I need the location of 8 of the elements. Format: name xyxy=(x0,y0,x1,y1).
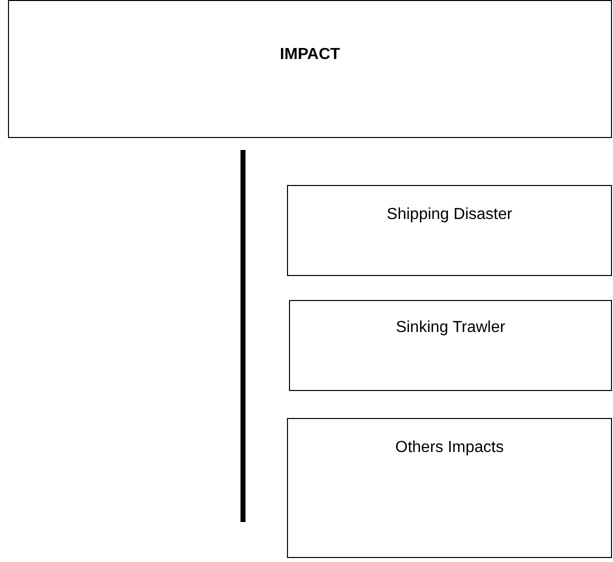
text-box xyxy=(8,0,612,138)
box-label: Others Impacts xyxy=(395,439,504,457)
text-box xyxy=(287,185,612,276)
text-box xyxy=(289,300,612,391)
text-box xyxy=(287,418,612,558)
box-label: Sinking Trawler xyxy=(396,319,506,337)
box-label: Shipping Disaster xyxy=(386,206,512,224)
heading: IMPACT xyxy=(280,46,340,64)
